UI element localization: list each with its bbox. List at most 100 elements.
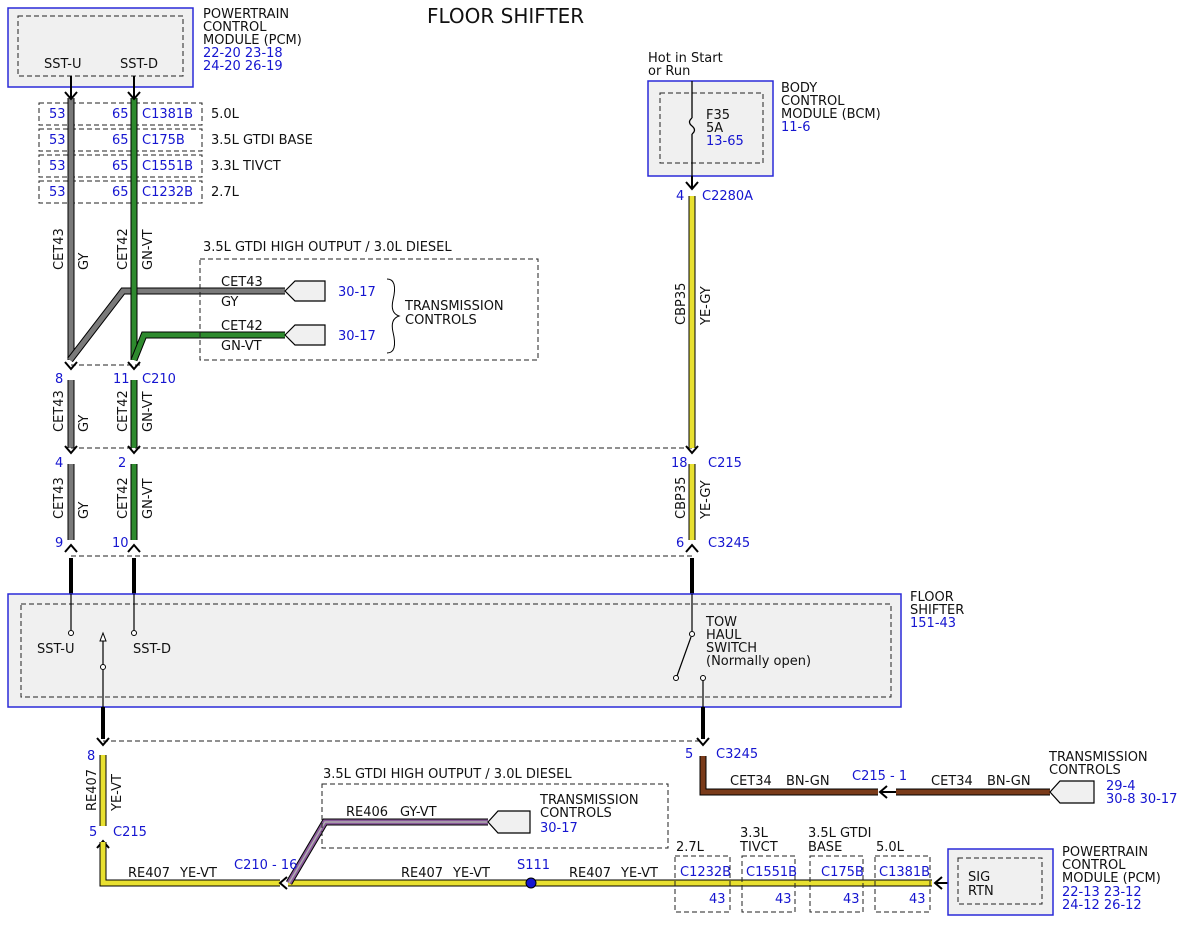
bc1-connector: C1232B	[680, 865, 731, 880]
label-gy-vt: GY-VT	[400, 805, 437, 820]
ho-top-gn-vt: GN-VT	[221, 339, 262, 354]
label-re407-3: RE407	[569, 866, 611, 881]
ho-top-caption: 3.5L GTDI HIGH OUTPUT / 3.0L DIESEL	[203, 240, 452, 255]
c3245-pin-left: 9	[55, 536, 63, 551]
label-cbp35-1: CBP35	[674, 283, 689, 325]
ho-box-top: 3.5L GTDI HIGH OUTPUT / 3.0L DIESEL CET4…	[199, 240, 539, 361]
bcm-name-3: MODULE (BCM)	[781, 107, 881, 122]
pcm-ref-1: 22-20 23-18	[203, 46, 283, 61]
wire-cet42-upper	[130, 98, 285, 362]
wire-cet43-upper	[67, 98, 285, 363]
label-re407-2: RE407	[401, 866, 443, 881]
label-cet43-3: CET43	[52, 477, 67, 519]
ho-bottom-dest-2: CONTROLS	[540, 806, 612, 821]
bcm-connector: C2280A	[702, 189, 753, 204]
label-cet42-1: CET42	[116, 228, 131, 270]
bcm-fuse-ref: 13-65	[706, 134, 744, 149]
ho-top-dest-2: CONTROLS	[405, 313, 477, 328]
label-cbp35-2: CBP35	[674, 477, 689, 519]
floor-shifter-module: FLOOR SHIFTER 151-43 SST-U SST-D TOW HAU…	[7, 590, 964, 708]
bcm-pin: 4	[676, 189, 684, 204]
pcm-bottom-name-1: POWERTRAIN	[1062, 845, 1148, 860]
label-cet42-2: CET42	[116, 390, 131, 432]
fs-ref: 151-43	[910, 616, 956, 631]
trans-right-ref-1: 29-4	[1106, 779, 1136, 794]
pcm-bottom-module: SIG RTN POWERTRAIN CONTROL MODULE (PCM) …	[947, 845, 1161, 916]
label-ye-vt-3: YE-VT	[620, 866, 658, 881]
pcm-top-module: SST-U SST-D POWERTRAIN CONTROL MODULE (P…	[7, 7, 302, 88]
conn-row-1-engine: 5.0L	[211, 107, 240, 122]
conn-row-2-name: C175B	[142, 133, 185, 148]
conn-row-2-engine: 3.5L GTDI BASE	[211, 133, 313, 148]
label-cet42-3: CET42	[116, 477, 131, 519]
conn-row-2-pin-right: 65	[112, 133, 129, 148]
conn-row-2-pin-left: 53	[49, 133, 66, 148]
bc3-engine-2: BASE	[808, 840, 842, 855]
label-cet34-1: CET34	[730, 774, 772, 789]
bc1-pin: 43	[709, 892, 726, 907]
c210-16-label: C210 - 16	[234, 858, 297, 873]
ho-bottom-dest-1: TRANSMISSION	[539, 793, 639, 808]
ho-top-cet43: CET43	[221, 275, 263, 290]
pcm-pin-sst-d: SST-D	[120, 57, 158, 72]
pcm-bottom-ref-2: 24-12 26-12	[1062, 898, 1142, 913]
bc1-engine: 2.7L	[676, 840, 705, 855]
conn-row-3-pin-left: 53	[49, 159, 66, 174]
c215-name: C215	[708, 456, 742, 471]
fs-name-2: SHIFTER	[910, 603, 964, 618]
bcm-hot-1: Hot in Start	[648, 51, 723, 66]
bc4-engine: 5.0L	[876, 840, 905, 855]
lower-right-pin: 5	[685, 747, 693, 762]
conn-row-3-engine: 3.3L TIVCT	[211, 159, 281, 174]
bc2-connector: C1551B	[746, 865, 797, 880]
c210-name: C210	[142, 372, 176, 387]
c215-pin-far: 18	[671, 456, 688, 471]
ho-top-ref-1: 30-17	[338, 285, 376, 300]
pcm-name-line-3: MODULE (PCM)	[203, 33, 302, 48]
bcm-module: Hot in Start or Run F35 5A 13-65 BODY CO…	[647, 51, 881, 177]
connector-flag-2	[284, 324, 326, 346]
label-gy-2: GY	[77, 415, 92, 432]
conn-row-4-pin-right: 65	[112, 185, 129, 200]
label-gn-vt-2: GN-VT	[141, 391, 156, 432]
c3245-name: C3245	[708, 536, 750, 551]
conn-row-1-pin-left: 53	[49, 107, 66, 122]
lower-right-connector: C3245	[716, 747, 758, 762]
c210-pin-left: 8	[55, 372, 63, 387]
pcm-ref-2: 24-20 26-19	[203, 59, 283, 74]
fs-name-1: FLOOR	[910, 590, 954, 605]
label-gy-3: GY	[77, 502, 92, 519]
switch-line-4: (Normally open)	[706, 654, 811, 669]
bcm-hot-2: or Run	[648, 64, 690, 79]
lower-left-connector: C215	[113, 825, 147, 840]
ho-top-ref-2: 30-17	[338, 329, 376, 344]
engine-connector-rows	[38, 102, 203, 204]
brace	[386, 278, 401, 354]
connector-flag-3	[1049, 780, 1095, 804]
label-gn-vt-3: GN-VT	[141, 478, 156, 519]
splice-dot	[525, 877, 537, 889]
bcm-name-2: CONTROL	[781, 94, 845, 109]
lower-left-pin-top: 8	[87, 749, 95, 764]
pcm-bottom-name-2: CONTROL	[1062, 858, 1126, 873]
bc3-pin: 43	[843, 892, 860, 907]
label-gy-1: GY	[77, 253, 92, 270]
pcm-bottom-pin-2: RTN	[968, 884, 994, 899]
conn-row-1-name: C1381B	[142, 107, 193, 122]
label-ye-vt-1: YE-VT	[179, 866, 217, 881]
label-re407-v: RE407	[85, 769, 100, 811]
ho-bottom-caption: 3.5L GTDI HIGH OUTPUT / 3.0L DIESEL	[323, 767, 572, 782]
ho-box-bottom: 3.5L GTDI HIGH OUTPUT / 3.0L DIESEL TRAN…	[321, 767, 669, 849]
connector-flag-1	[284, 280, 326, 302]
label-ye-vt-v: YE-VT	[110, 774, 125, 812]
label-re406: RE406	[346, 805, 388, 820]
label-ye-gy-2: YE-GY	[699, 480, 714, 520]
label-ye-gy-1: YE-GY	[699, 286, 714, 326]
c215-1-label: C215 - 1	[852, 769, 907, 784]
bc2-engine-2: TIVCT	[739, 840, 778, 855]
bcm-fuse: F35	[706, 108, 730, 123]
pcm-name-line-1: POWERTRAIN	[203, 7, 289, 22]
label-ye-vt-2: YE-VT	[452, 866, 490, 881]
ho-top-gy: GY	[221, 295, 238, 310]
